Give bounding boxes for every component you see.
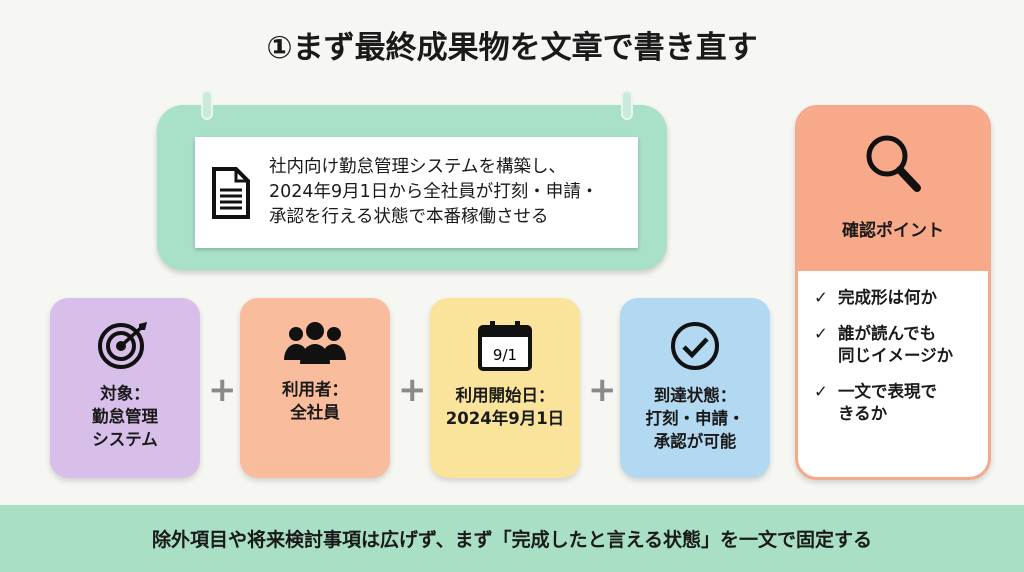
card-label: 利用者： 全社員 (282, 380, 348, 422)
check-points-panel: 確認ポイント ✓ 完成形は何か ✓ 誰が読んでも 同じイメージか ✓ 一文で表現で き… (795, 105, 991, 480)
statement-text: 社内向け勤怠管理システムを構築し、 2024年9月1日から全社員が打刻・申請・ … (269, 157, 599, 227)
card-status: 到達状態： 打刻・申請・ 承認が可能 (620, 298, 770, 478)
card-calendar: 9/1 利用開始日： 2024年9月1日 (430, 298, 580, 478)
target-icon (98, 322, 147, 369)
magnifier-icon (866, 135, 921, 192)
check-item: ✓ 完成形は何か (814, 287, 988, 309)
plus-sign: + (208, 370, 237, 410)
board-ring (621, 90, 633, 120)
check-icon: ✓ (814, 382, 828, 401)
check-item-text: 一文で表現で きるか (838, 382, 937, 423)
check-icon: ✓ (814, 288, 828, 307)
document-icon (212, 166, 250, 219)
card-users: 利用者： 全社員 (240, 298, 390, 478)
statement-note: 社内向け勤怠管理システムを構築し、 2024年9月1日から全社員が打刻・申請・ … (195, 137, 638, 248)
footer-message: 除外項目や将来検討事項は広げず、まず「完成したと言える状態」を一文で固定する (0, 505, 1024, 572)
plus-sign: + (588, 370, 617, 410)
page-title: ①まず最終成果物を文章で書き直す (266, 30, 758, 66)
card-label: 到達状態： 打刻・申請・ 承認が可能 (645, 386, 745, 451)
statement-board: 社内向け勤怠管理システムを構築し、 2024年9月1日から全社員が打刻・申請・ … (157, 90, 667, 270)
check-circle-icon (671, 322, 719, 370)
calendar-icon: 9/1 (478, 321, 532, 371)
check-item: ✓ 誰が読んでも 同じイメージか (814, 323, 988, 367)
card-target: 対象： 勤怠管理 システム (50, 298, 200, 478)
card-label: 対象： 勤怠管理 システム (92, 384, 158, 449)
check-item: ✓ 一文で表現で きるか (814, 381, 988, 425)
panel-title: 確認ポイント (842, 221, 944, 241)
check-item-text: 完成形は何か (838, 288, 937, 307)
calendar-date: 9/1 (493, 346, 517, 364)
card-label: 利用開始日： 2024年9月1日 (445, 386, 565, 428)
board-ring (201, 90, 213, 120)
plus-sign: + (398, 370, 427, 410)
users-icon (284, 322, 346, 364)
check-icon: ✓ (814, 324, 828, 343)
check-item-text: 誰が読んでも 同じイメージか (838, 324, 954, 365)
